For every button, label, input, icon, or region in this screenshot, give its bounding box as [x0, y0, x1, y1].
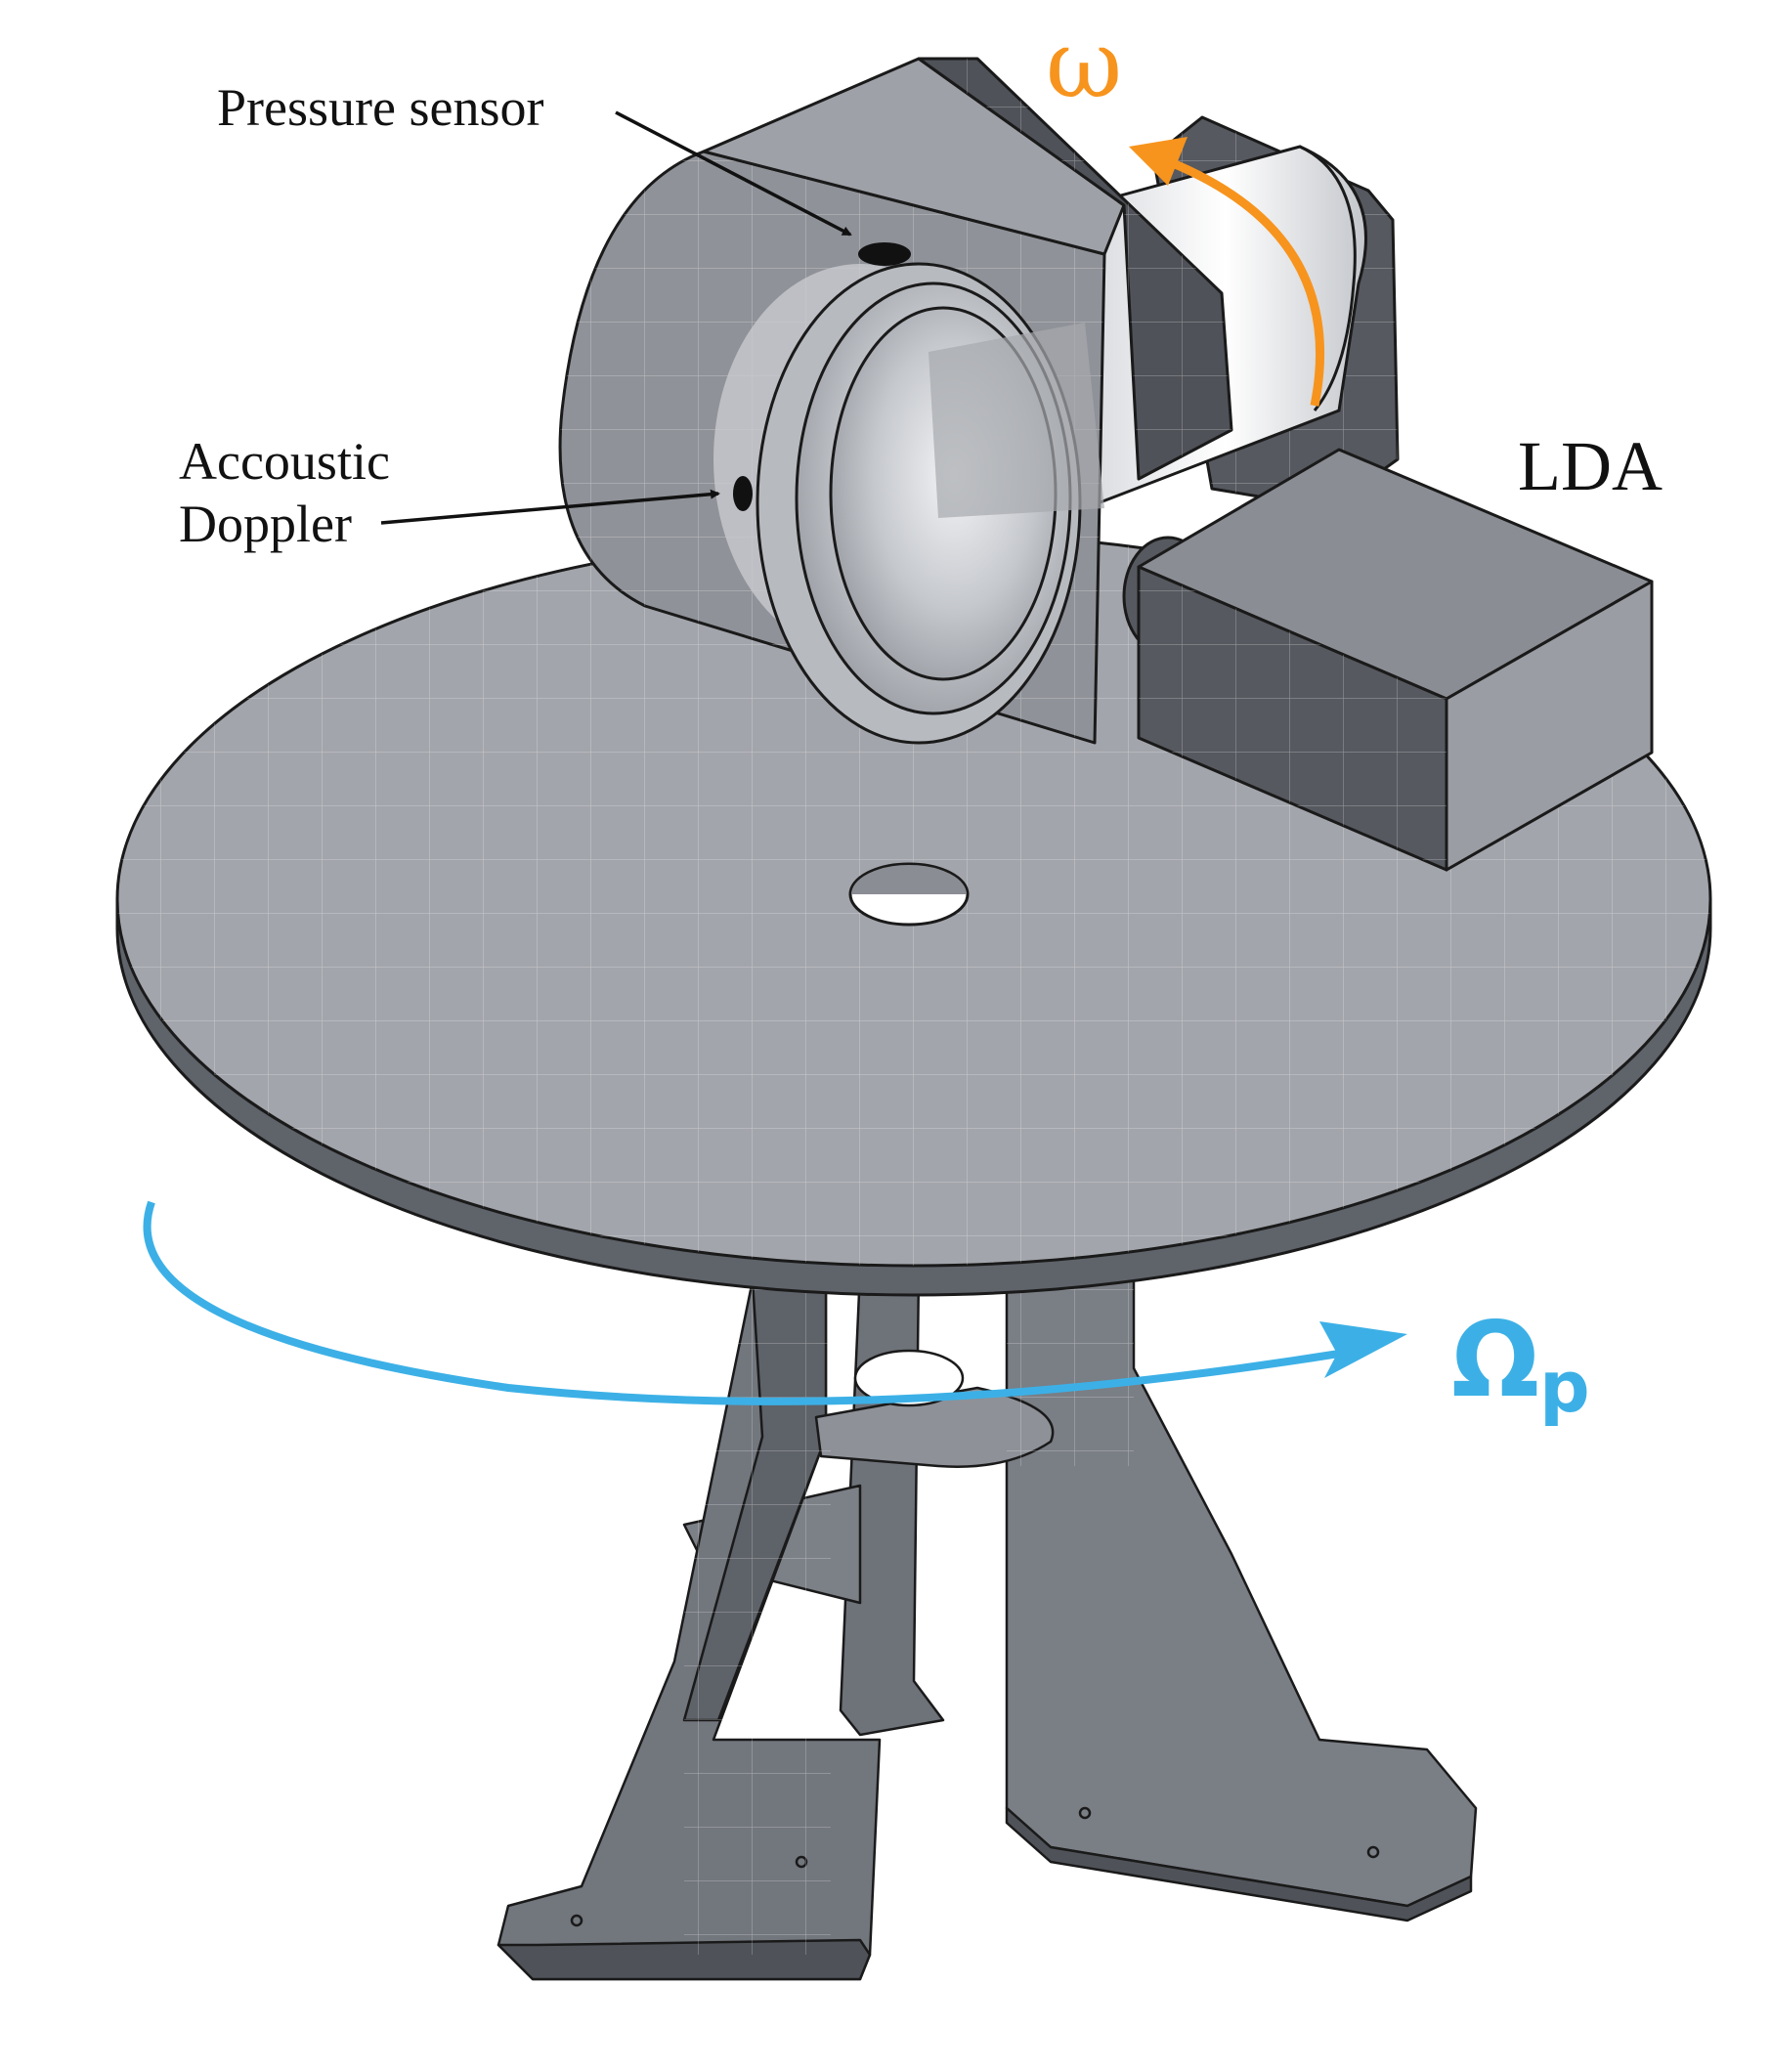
sensors [733, 242, 911, 511]
pressure-sensor-arrow [615, 110, 852, 237]
precession-rotation-arrow [143, 1200, 1407, 1405]
acoustic-label-line1: Accoustic [179, 432, 390, 491]
pressure-sensor-label: Pressure sensor [217, 78, 544, 137]
housing-body [558, 57, 1126, 745]
precession-omega: Ω [1451, 1300, 1540, 1420]
acoustic-doppler-hole [733, 476, 753, 511]
acoustic-label-line2: Doppler [179, 495, 352, 553]
acoustic-doppler-label: Accoustic Doppler [179, 430, 390, 555]
pointer-arrows [380, 110, 852, 525]
side-plate [917, 57, 1233, 481]
precession-subscript: p [1539, 1346, 1590, 1428]
precession-symbol: Ωp [1451, 1300, 1590, 1428]
acoustic-doppler-arrow [380, 489, 720, 525]
lda-box [1122, 448, 1654, 872]
support-legs [497, 1269, 1478, 1981]
lda-label: LDA [1518, 427, 1663, 505]
omega-rotation-arrow [1129, 137, 1325, 407]
omega-symbol: ω [1046, 10, 1123, 119]
pressure-sensor-hole [858, 242, 911, 266]
